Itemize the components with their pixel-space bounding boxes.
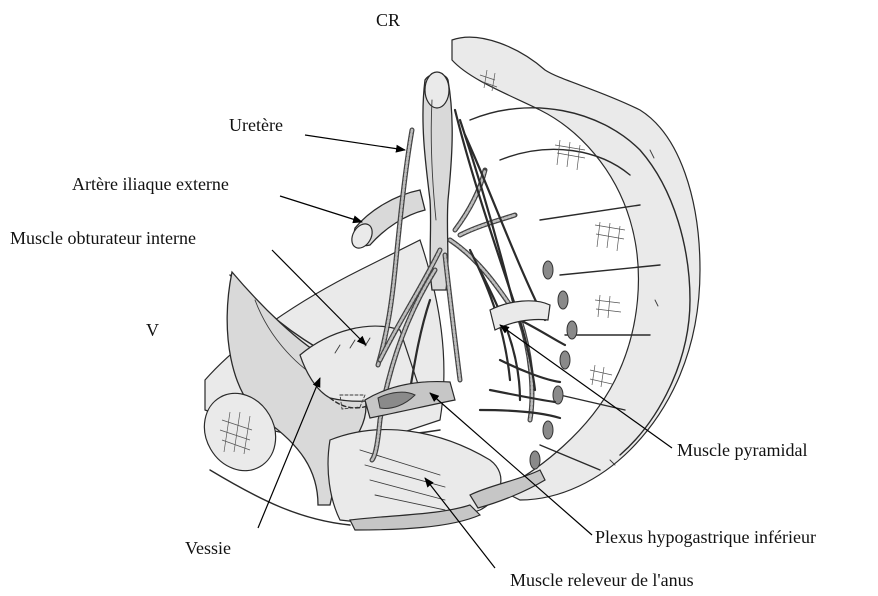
orientation-top-label: CR: [376, 10, 400, 31]
label-muscle-obturateur-interne: Muscle obturateur interne: [10, 228, 196, 249]
orientation-left-label: V: [146, 320, 159, 341]
sacrum-wall: [452, 37, 700, 500]
label-vessie: Vessie: [185, 538, 231, 559]
label-muscle-releveur-anus: Muscle releveur de l'anus: [510, 570, 694, 591]
levator-ani: [328, 430, 545, 530]
label-artere-iliaque-externe: Artère iliaque externe: [72, 174, 229, 195]
label-uretere: Uretère: [229, 115, 283, 136]
label-muscle-pyramidal: Muscle pyramidal: [677, 440, 807, 461]
label-plexus-hypogastrique-inferieur: Plexus hypogastrique inférieur: [595, 527, 816, 548]
leader-uretere: [305, 135, 405, 150]
leader-artere-iliaque: [280, 196, 362, 222]
